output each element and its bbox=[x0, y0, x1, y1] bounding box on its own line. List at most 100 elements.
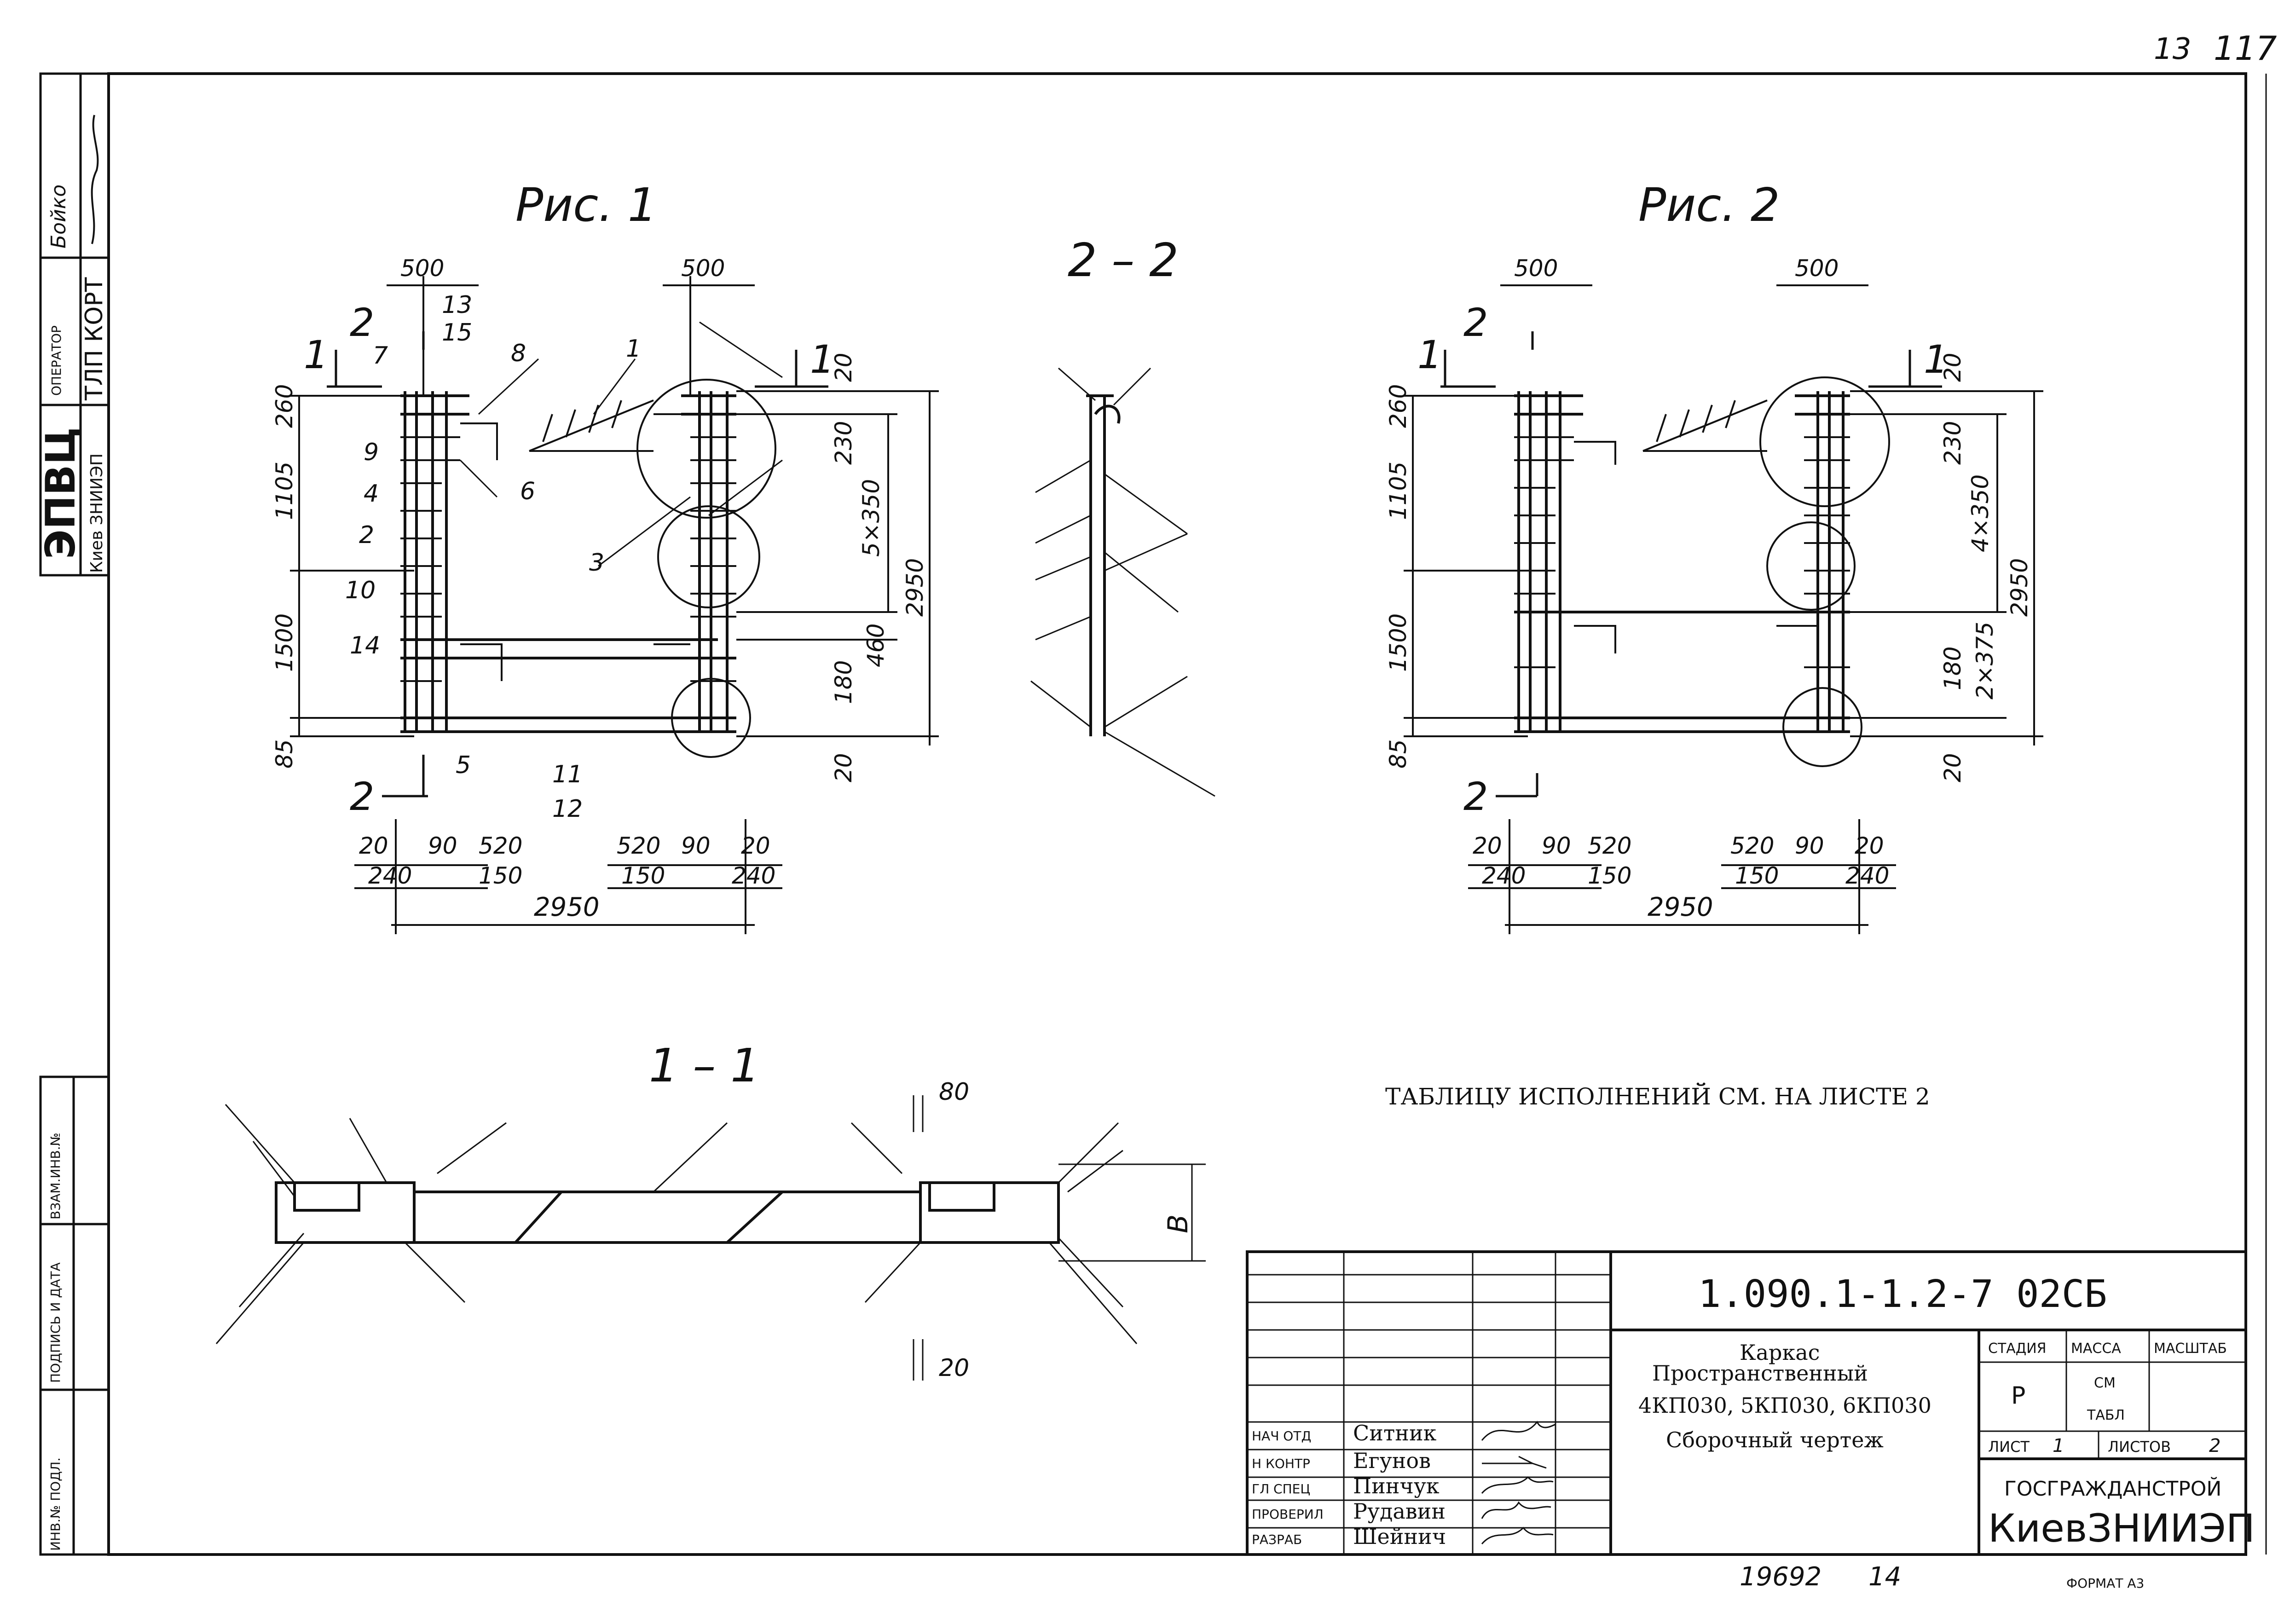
sheet-label: ЛИСТ bbox=[1988, 1438, 2030, 1456]
fig2-dim-r-20b: 20 bbox=[1939, 753, 1966, 782]
fig1-dim-r-20b: 20 bbox=[830, 753, 857, 782]
staff-role-0: НАЧ ОТД bbox=[1252, 1428, 1311, 1444]
note-table: ТАБЛИЦУ ИСПОЛНЕНИЙ СМ. НА ЛИСТЕ 2 bbox=[1385, 1082, 1930, 1110]
copy-number: 14 bbox=[1868, 1562, 1901, 1592]
title-block: 1.090.1-1.2-7 02СБ Каркас Пространственн… bbox=[1246, 1250, 2255, 1556]
fig2-dim-v-1105: 1105 bbox=[1385, 462, 1411, 520]
fig1-mark-1left: 1 bbox=[304, 332, 328, 377]
fig2-dim-b-90: 90 bbox=[1542, 832, 1571, 859]
fig1-dim-r-460: 460 bbox=[862, 624, 889, 667]
fig1-dim-r-230: 230 bbox=[830, 421, 857, 465]
fig1-label-13: 13 bbox=[442, 291, 472, 319]
fig1-dim-br-150: 150 bbox=[621, 862, 665, 889]
operator-label: ОПЕРАТОР bbox=[49, 325, 64, 396]
fig1-label-8: 8 bbox=[511, 340, 526, 367]
staff-name-2: Пинчук bbox=[1353, 1474, 1440, 1498]
fig1-mark-1right: 1 bbox=[810, 337, 834, 382]
operator-name: Бойко bbox=[47, 185, 70, 249]
staff-role-3: ПРОВЕРИЛ bbox=[1252, 1507, 1324, 1522]
fig1-label-5: 5 bbox=[456, 751, 471, 779]
staff-name-0: Ситник bbox=[1353, 1421, 1437, 1445]
fig1-dim-br-20: 20 bbox=[741, 832, 770, 859]
stage-label: СТАДИЯ bbox=[1988, 1341, 2047, 1357]
fig2-dim-r-230: 230 bbox=[1939, 421, 1966, 465]
fig2-dim-r-180: 180 bbox=[1939, 647, 1966, 690]
fig1-dim-r-5x350: 5×350 bbox=[858, 479, 885, 557]
fig2-dim-top-r: 500 bbox=[1795, 255, 1839, 282]
fig1-mark-2top: 2 bbox=[350, 300, 374, 345]
fig1-dim-r-20a: 20 bbox=[830, 353, 857, 382]
fig1-dim-v-260: 260 bbox=[271, 384, 298, 428]
fig2-dim-v-85: 85 bbox=[1385, 739, 1411, 769]
mass-label: МАССА bbox=[2071, 1341, 2121, 1357]
fig2-mark-1right: 1 bbox=[1924, 337, 1948, 382]
fig2-dim-top-l: 500 bbox=[1514, 255, 1558, 282]
fig2-dim-v-1500: 1500 bbox=[1385, 613, 1411, 672]
figure-1: Рис. 1 bbox=[271, 178, 939, 934]
archive-number: 19692 bbox=[1740, 1562, 1822, 1592]
fig2-title: Рис. 2 bbox=[1638, 178, 1780, 232]
staff-name-4: Шейнич bbox=[1353, 1524, 1446, 1549]
fig2-dim-b-150: 150 bbox=[1588, 862, 1631, 889]
staff-name-3: Рудавин bbox=[1353, 1499, 1446, 1524]
fig2-dim-b-520: 520 bbox=[1588, 832, 1631, 859]
fig2-dim-br-150: 150 bbox=[1735, 862, 1779, 889]
fig2-dim-r-20a: 20 bbox=[1939, 353, 1966, 382]
sec11-dim-B: В bbox=[1162, 1214, 1194, 1233]
field-podpis: ПОДПИСЬ И ДАТА bbox=[48, 1262, 63, 1383]
fig2-dim-br-20: 20 bbox=[1855, 832, 1884, 859]
fig1-dim-br-240: 240 bbox=[732, 862, 775, 889]
sheets-label: ЛИСТОВ bbox=[2108, 1438, 2171, 1456]
staff-role-4: РАЗРАБ bbox=[1252, 1532, 1302, 1547]
fig2-dim-br-240: 240 bbox=[1845, 862, 1889, 889]
fig1-dim-b-90: 90 bbox=[428, 832, 457, 859]
sec11-dim-80: 80 bbox=[939, 1078, 969, 1106]
org-2: КиевЗНИИЭП bbox=[1988, 1506, 2255, 1551]
doc-name-4: Сборочный чертеж bbox=[1666, 1428, 1884, 1452]
staff-name-1: Егунов bbox=[1353, 1448, 1431, 1473]
figure-2: Рис. 2 bbox=[1385, 178, 2043, 934]
fig1-overall-width: 2950 bbox=[534, 892, 600, 922]
fig2-dim-br-520: 520 bbox=[1730, 832, 1774, 859]
fig2-dim-r-2950: 2950 bbox=[2006, 558, 2033, 617]
fig1-label-11: 11 bbox=[552, 761, 583, 788]
fig1-dim-top-l: 500 bbox=[400, 255, 444, 282]
fig2-mark-2bottom: 2 bbox=[1463, 774, 1488, 819]
fig1-label-15: 15 bbox=[442, 319, 472, 347]
stage-value: Р bbox=[2011, 1382, 2025, 1410]
doc-code: 1.090.1-1.2-7 02СБ bbox=[1698, 1272, 2107, 1316]
fig1-label-7: 7 bbox=[373, 342, 388, 370]
fig2-overall-width: 2950 bbox=[1648, 892, 1713, 922]
fig1-dim-r-2950: 2950 bbox=[902, 558, 928, 617]
field-vzam: ВЗАМ.ИНВ.№ bbox=[48, 1133, 63, 1219]
fig1-dim-top-r: 500 bbox=[681, 255, 725, 282]
fig2-dim-r-2x375: 2×375 bbox=[1972, 622, 1998, 699]
section-1-1: 1 – 1 80 20 В bbox=[215, 1039, 1206, 1382]
fig1-mark-2bottom: 2 bbox=[350, 774, 374, 819]
fig1-label-4: 4 bbox=[364, 480, 379, 508]
sec11-title: 1 – 1 bbox=[649, 1039, 760, 1092]
fig1-dim-b-150: 150 bbox=[479, 862, 522, 889]
staff-role-2: ГЛ СПЕЦ bbox=[1252, 1481, 1310, 1497]
fig1-dim-v-85: 85 bbox=[271, 739, 298, 769]
operator-value: ТЛП КОРТ bbox=[81, 277, 108, 401]
staff-role-1: Н КОНТР bbox=[1252, 1456, 1310, 1471]
org-1: ГОСГРАЖДАНСТРОЙ bbox=[2004, 1476, 2221, 1501]
org-sub: Киев ЗНИИЭП bbox=[87, 453, 106, 573]
fig2-dim-v-260: 260 bbox=[1385, 384, 1411, 428]
fig2-dim-br-90: 90 bbox=[1795, 832, 1824, 859]
fig2-mark-2top: 2 bbox=[1463, 300, 1488, 345]
fig1-dim-b-20: 20 bbox=[359, 832, 388, 859]
mass-value-1: СМ bbox=[2094, 1375, 2116, 1391]
fig1-dim-v-1500: 1500 bbox=[271, 613, 298, 672]
fig1-label-9: 9 bbox=[364, 439, 379, 466]
fig1-dim-v-1105: 1105 bbox=[271, 462, 298, 520]
field-inv: ИНВ.№ ПОДЛ. bbox=[48, 1457, 63, 1551]
scale-label: МАСШТАБ bbox=[2154, 1341, 2227, 1357]
fig1-label-1: 1 bbox=[626, 335, 641, 363]
doc-name-3: 4КП030, 5КП030, 6КП030 bbox=[1638, 1393, 1931, 1418]
fig1-dim-r-180: 180 bbox=[830, 660, 857, 704]
fig1-label-3: 3 bbox=[589, 549, 604, 577]
fig1-dim-br-90: 90 bbox=[681, 832, 711, 859]
